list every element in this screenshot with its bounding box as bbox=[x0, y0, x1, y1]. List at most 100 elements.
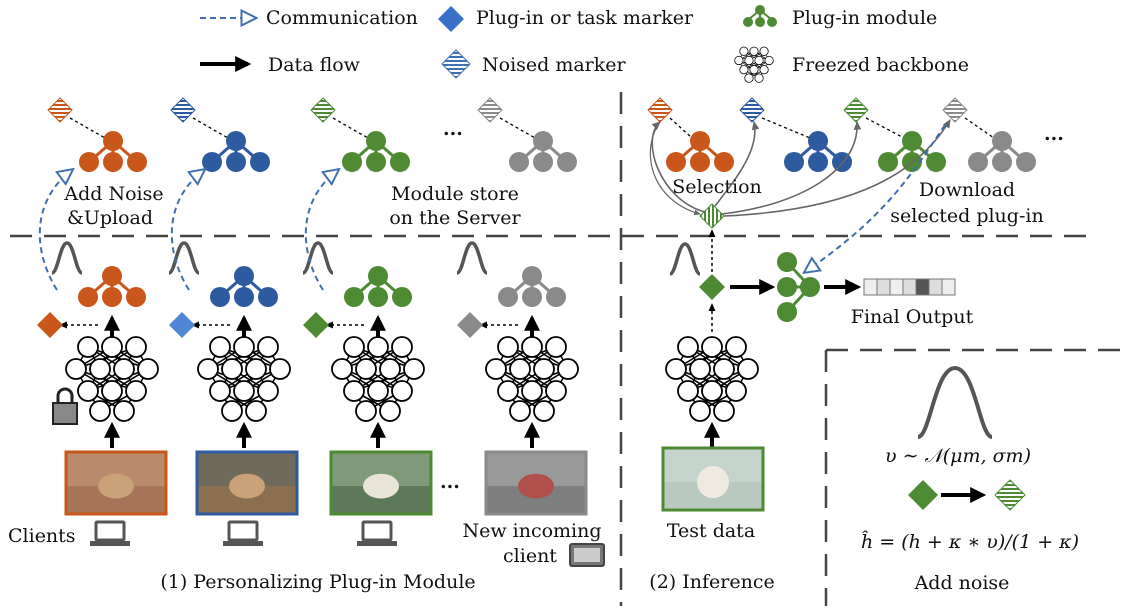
inference-section bbox=[647, 97, 1036, 512]
plugin-module-legend-icon bbox=[743, 5, 777, 27]
test-data-label: Test data bbox=[667, 520, 755, 542]
gaussian-curve-icon bbox=[302, 241, 334, 275]
upload-communication-arrow bbox=[170, 170, 204, 291]
animal-shape bbox=[229, 473, 265, 499]
test-data-image bbox=[661, 446, 765, 512]
noised-marker-icon bbox=[310, 97, 336, 123]
noised-marker-icon bbox=[739, 97, 765, 123]
plugin-module-icon bbox=[498, 266, 566, 307]
legend-communication: Communication bbox=[266, 7, 418, 29]
polar-bear-shape bbox=[697, 465, 729, 499]
plugin-module-icon bbox=[968, 131, 1036, 172]
final-output-vector bbox=[863, 278, 956, 296]
link-line bbox=[964, 117, 995, 139]
client-column bbox=[168, 170, 299, 546]
new-client-label: New incoming bbox=[462, 520, 601, 542]
new-client-label-2: client bbox=[503, 545, 557, 567]
backbone-network-icon bbox=[665, 336, 759, 422]
noised-marker-icon bbox=[647, 97, 673, 123]
legend-data-flow: Data flow bbox=[268, 54, 361, 76]
plugin-module-icon bbox=[202, 131, 270, 172]
selection-arrow bbox=[649, 121, 701, 216]
output-cell bbox=[889, 278, 904, 296]
backbone-network-icon bbox=[65, 336, 159, 422]
backbone-legend-icon bbox=[734, 46, 774, 83]
client-image bbox=[484, 450, 588, 516]
selection-arrow bbox=[721, 121, 862, 215]
legend-marker: Plug-in or task marker bbox=[476, 7, 694, 29]
store-ellipsis: ... bbox=[443, 118, 463, 140]
download-label: Download bbox=[919, 179, 1015, 201]
gaussian-curve-icon bbox=[917, 365, 993, 439]
on-server-label: on the Server bbox=[389, 207, 521, 229]
module-store bbox=[47, 97, 577, 172]
caption-inference: (2) Inference bbox=[649, 571, 774, 593]
add-noise-caption: Add noise bbox=[914, 572, 1010, 594]
gaussian-curve-icon bbox=[51, 241, 83, 275]
backbone-network-icon bbox=[734, 46, 774, 83]
tablet-icon bbox=[569, 543, 605, 567]
laptop-icon bbox=[223, 520, 263, 546]
plugin-module-icon bbox=[784, 131, 852, 172]
marker-diamond-icon bbox=[303, 312, 329, 338]
client-column bbox=[456, 241, 605, 567]
noised-marker-icon bbox=[994, 479, 1026, 511]
clients-label: Clients bbox=[8, 525, 76, 547]
marker-diamond-icon bbox=[438, 6, 464, 32]
link-line bbox=[332, 117, 369, 139]
final-output-label: Final Output bbox=[851, 306, 974, 328]
marker-diamond-icon bbox=[169, 312, 195, 338]
marker-diamond-icon bbox=[37, 312, 63, 338]
selected-plugin-module-icon bbox=[777, 252, 820, 322]
output-cell bbox=[941, 278, 956, 296]
plugin-module-icon bbox=[344, 266, 412, 307]
dividers bbox=[10, 92, 1120, 606]
selected-plugin-label: selected plug-in bbox=[890, 205, 1043, 227]
noised-marker-icon bbox=[47, 97, 73, 123]
noise-box: υ ∼ 𝒩(μm, σm) ĥ = (h + κ ∗ υ)/(1 + κ) Ad… bbox=[861, 365, 1079, 594]
animal-shape bbox=[98, 473, 134, 499]
output-cell bbox=[928, 278, 943, 296]
output-cell bbox=[902, 278, 917, 296]
marker-diamond-icon bbox=[908, 480, 938, 510]
client-image bbox=[329, 450, 433, 516]
marker-diamond-icon bbox=[457, 312, 483, 338]
client-column bbox=[302, 170, 433, 546]
noised-marker-icon bbox=[942, 97, 968, 123]
plugin-module-icon bbox=[342, 131, 410, 172]
link-line bbox=[69, 117, 106, 139]
legend-backbone: Freezed backbone bbox=[792, 54, 969, 76]
lock-icon bbox=[52, 387, 78, 425]
animal-shape bbox=[363, 473, 399, 499]
module-store-label: Module store bbox=[391, 183, 519, 205]
output-cell bbox=[863, 278, 878, 296]
noised-marker-icon bbox=[843, 97, 869, 123]
output-cell bbox=[915, 278, 930, 296]
animal-shape bbox=[518, 473, 554, 499]
backbone-network-icon bbox=[197, 336, 291, 422]
distribution-formula: υ ∼ 𝒩(μm, σm) bbox=[885, 445, 1031, 467]
link-line bbox=[499, 117, 536, 139]
selection-label: Selection bbox=[672, 176, 762, 198]
upload-label: &Upload bbox=[67, 207, 153, 229]
inference-store-ellipsis: ... bbox=[1044, 123, 1064, 145]
caption-personalizing: (1) Personalizing Plug-in Module bbox=[160, 571, 475, 593]
client-image bbox=[195, 450, 299, 516]
noise-formula: ĥ = (h + κ ∗ υ)/(1 + κ) bbox=[861, 530, 1079, 553]
legend-noised-marker: Noised marker bbox=[482, 54, 627, 76]
selection-arrow bbox=[714, 121, 760, 207]
plugin-module-icon bbox=[666, 131, 734, 172]
legend: Communication Plug-in or task marker Plu… bbox=[200, 5, 969, 83]
backbone-network-icon bbox=[331, 336, 425, 422]
upload-communication-arrow bbox=[304, 170, 338, 291]
plugin-module-icon bbox=[78, 266, 146, 307]
backbone-network-icon bbox=[485, 336, 579, 422]
noised-marker-icon bbox=[170, 97, 196, 123]
gaussian-curve-icon bbox=[168, 241, 200, 275]
plugin-module-icon bbox=[509, 131, 577, 172]
selection-marker-icon bbox=[699, 203, 725, 229]
laptop-icon bbox=[357, 520, 397, 546]
client-image bbox=[64, 450, 168, 516]
gaussian-curve-icon bbox=[669, 242, 701, 276]
